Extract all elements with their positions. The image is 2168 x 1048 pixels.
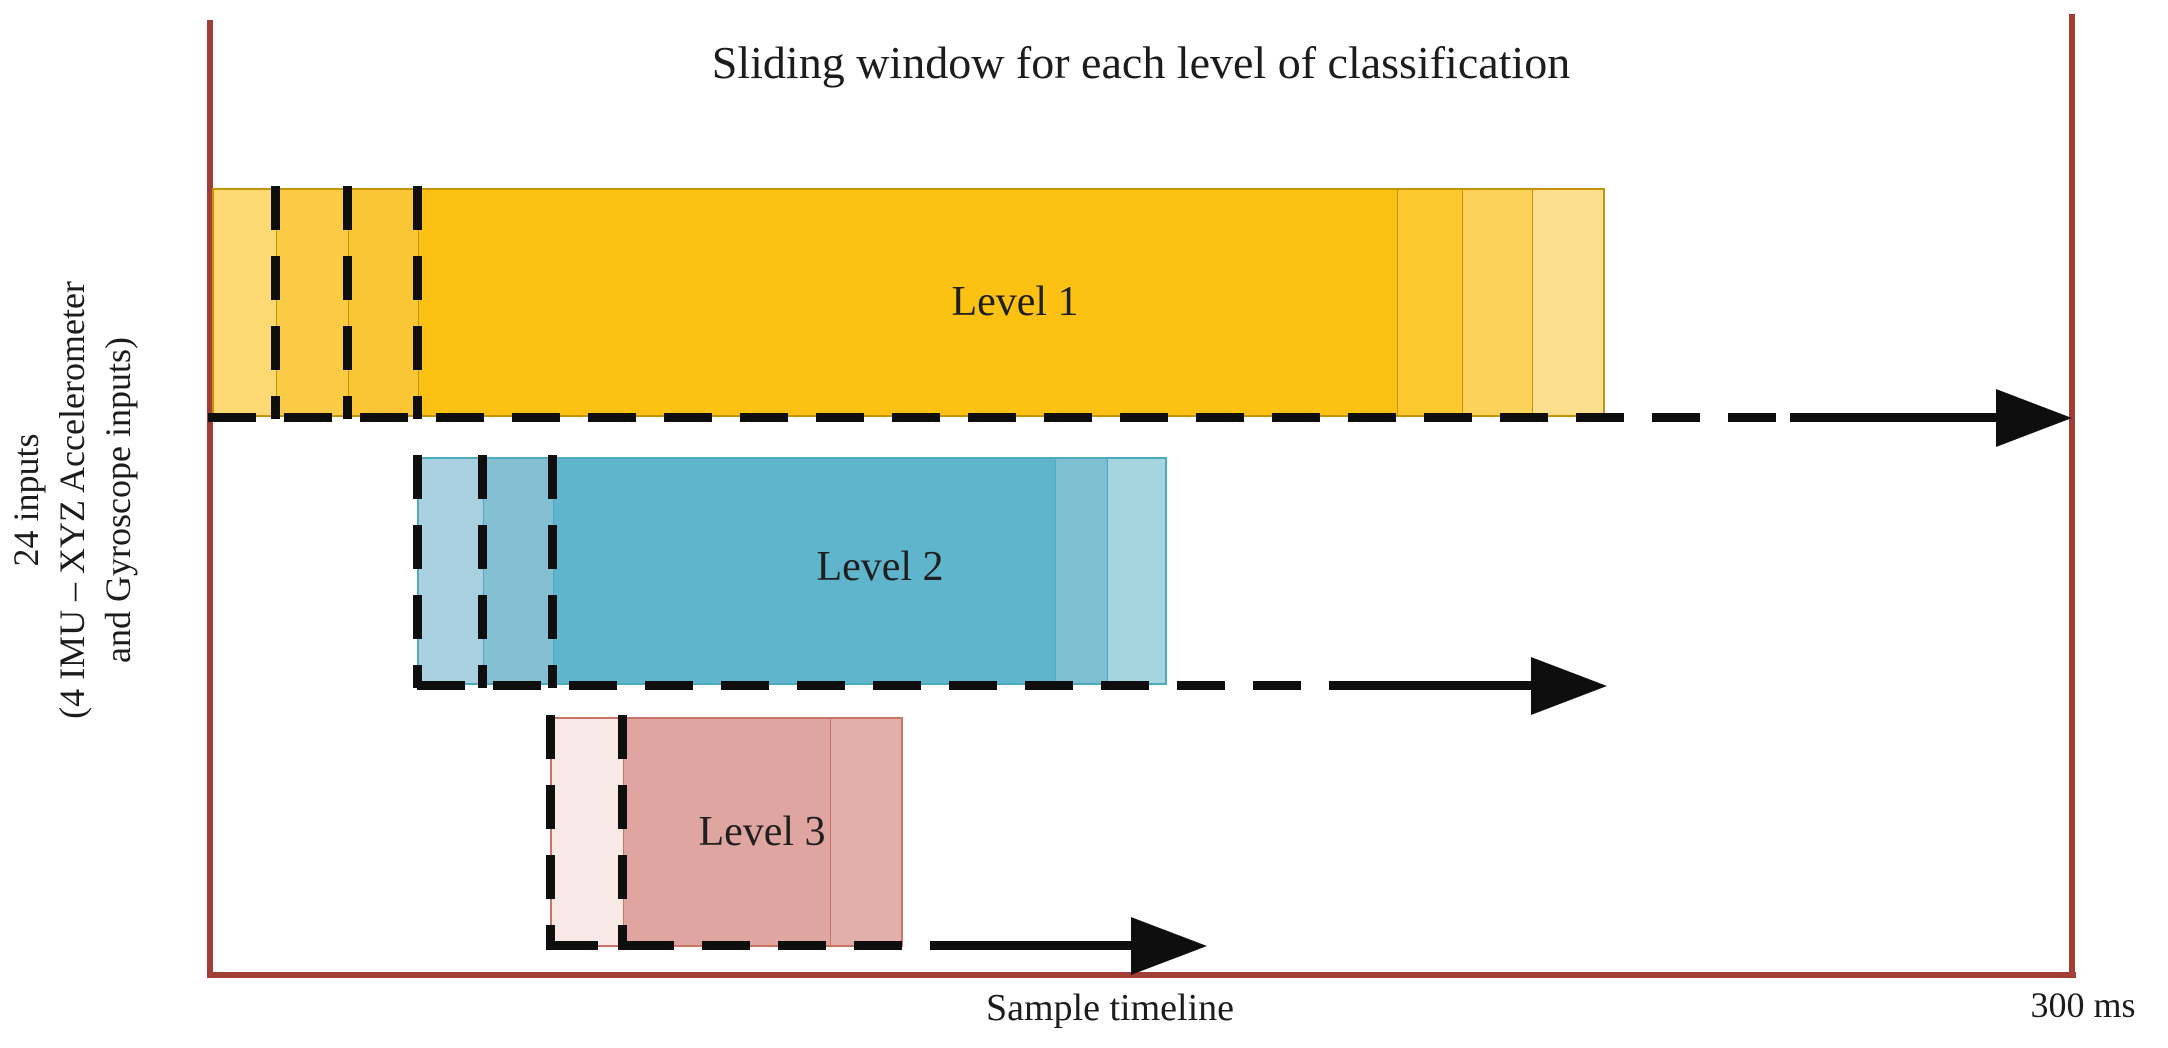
level3-window-dash-2 xyxy=(618,715,627,950)
level3-window-bar xyxy=(550,717,903,947)
y-axis-label: 24 inputs (4 IMU – XYZ Accelerometer and… xyxy=(3,180,141,820)
y-axis-label-line3: and Gyroscope inputs) xyxy=(98,337,138,663)
level1-window-dash-1 xyxy=(271,186,280,419)
level2-window-dash-1 xyxy=(413,455,422,688)
level2-segment-4 xyxy=(1056,459,1108,683)
axis-right-line xyxy=(2069,14,2075,978)
level1-window-dash-3 xyxy=(413,186,422,419)
level2-window-dash-2 xyxy=(478,455,487,688)
level1-arrow-shaft xyxy=(1790,413,2000,422)
level1-segment-6 xyxy=(1463,190,1533,415)
axis-bottom-line xyxy=(207,972,2076,978)
level3-slide-line xyxy=(550,941,1130,950)
timeline-end-label: 300 ms xyxy=(2030,985,2136,1025)
level1-segment-7 xyxy=(1533,190,1603,415)
level1-label: Level 1 xyxy=(951,279,1079,325)
level2-segment-main xyxy=(554,459,1056,683)
level3-segment-main xyxy=(624,719,831,945)
level1-window-bar xyxy=(212,188,1605,417)
level3-window-dash-1 xyxy=(546,715,555,950)
level1-slide-line xyxy=(208,413,1998,422)
level2-slide-line xyxy=(417,681,1532,690)
y-axis-label-line2: (4 IMU – XYZ Accelerometer xyxy=(52,281,92,719)
axis-left-line xyxy=(207,20,213,978)
level3-segment-3 xyxy=(831,719,901,945)
level2-segment-2 xyxy=(484,459,554,683)
level3-segment-1 xyxy=(552,719,624,945)
level2-arrow-icon xyxy=(1531,657,1607,715)
level2-arrow-shaft xyxy=(1345,681,1535,690)
level3-label: Level 3 xyxy=(698,809,826,855)
figure-title: Sliding window for each level of classif… xyxy=(711,37,1571,88)
level1-segment-2 xyxy=(277,190,349,415)
level3-arrow-shaft xyxy=(955,941,1135,950)
y-axis-label-line1: 24 inputs xyxy=(6,433,46,567)
level2-label: Level 2 xyxy=(816,544,944,590)
level2-window-bar xyxy=(417,457,1167,685)
level3-arrow-icon xyxy=(1131,917,1207,975)
level2-window-dash-3 xyxy=(548,455,557,688)
level1-segment-1 xyxy=(214,190,277,415)
level1-segment-main xyxy=(419,190,1398,415)
level1-arrow-icon xyxy=(1996,389,2072,447)
level2-segment-1 xyxy=(419,459,484,683)
level2-segment-5 xyxy=(1108,459,1165,683)
level1-segment-3 xyxy=(349,190,419,415)
level1-window-dash-2 xyxy=(343,186,352,419)
x-axis-label: Sample timeline xyxy=(985,987,1235,1029)
level1-segment-5 xyxy=(1398,190,1463,415)
